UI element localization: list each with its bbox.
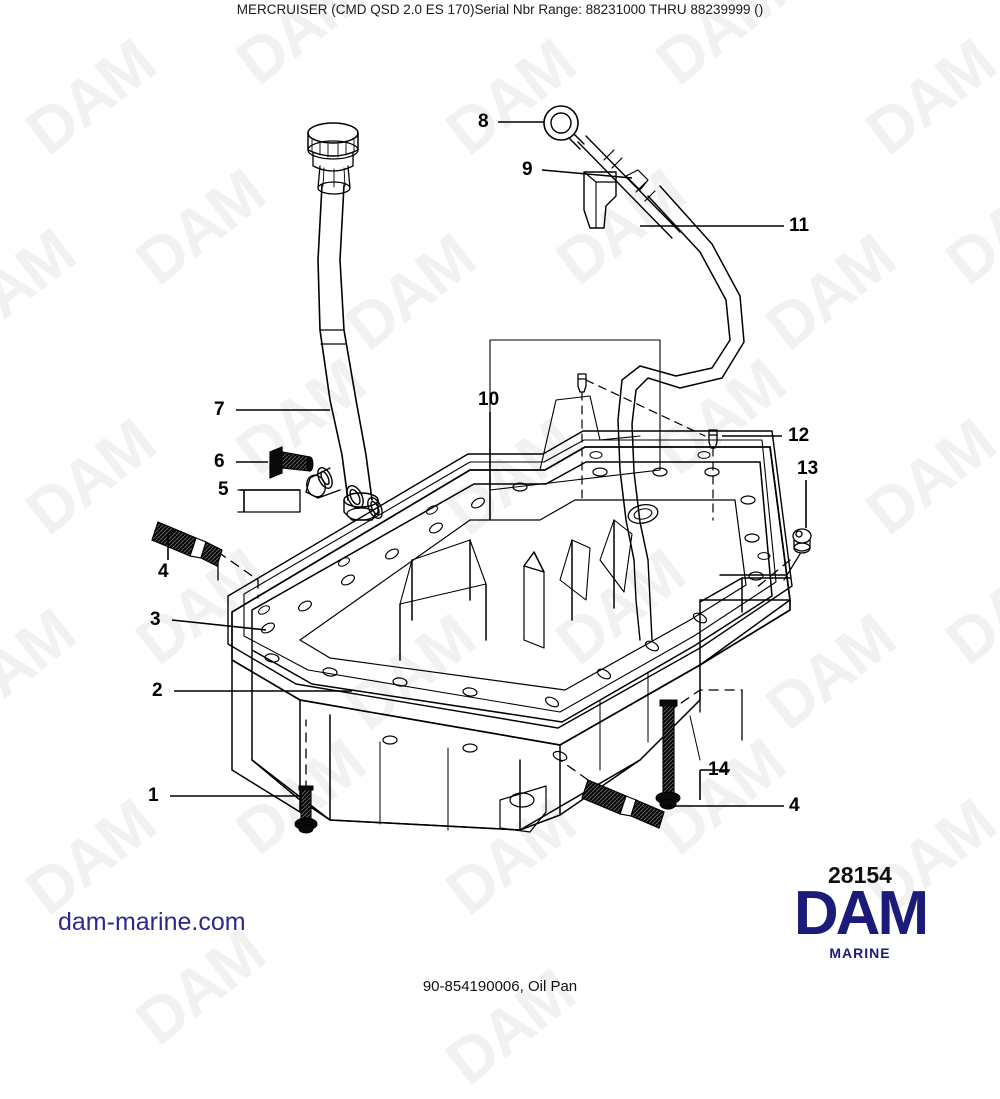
site-url-link[interactable]: dam-marine.com xyxy=(58,908,246,936)
callout-11[interactable]: 11 xyxy=(789,215,810,236)
callout-9[interactable]: 9 xyxy=(522,159,533,180)
callout-1[interactable]: 1 xyxy=(148,785,159,806)
callout-5[interactable]: 5 xyxy=(218,479,229,500)
dam-marine-logo: 28154 DAM MARINE xyxy=(760,862,960,961)
logo-wordmark: DAM xyxy=(793,879,929,948)
long-bolt-item-14 xyxy=(655,699,681,810)
exploded-parts-drawing xyxy=(151,105,812,834)
callout-7[interactable]: 7 xyxy=(214,399,225,420)
callout-8[interactable]: 8 xyxy=(478,111,489,132)
callout-4-upper[interactable]: 4 xyxy=(158,561,169,582)
callout-3[interactable]: 3 xyxy=(150,609,161,630)
callout-12[interactable]: 12 xyxy=(788,425,810,446)
stud-item-4-lower xyxy=(581,779,665,829)
page-title: MERCRUISER (CMD QSD 2.0 ES 170)Serial Nb… xyxy=(236,2,764,17)
diagram-caption: 90-854190006, Oil Pan xyxy=(422,978,578,995)
drain-bolt-item-1 xyxy=(294,785,318,834)
callout-14[interactable]: 14 xyxy=(708,759,730,780)
callout-2[interactable]: 2 xyxy=(152,680,163,701)
callout-10[interactable]: 10 xyxy=(478,389,500,410)
diagram-code: 28154 xyxy=(828,862,892,888)
callout-4-lower[interactable]: 4 xyxy=(789,795,800,816)
bolt-item-6 xyxy=(269,446,314,479)
callout-13[interactable]: 13 xyxy=(797,458,819,479)
callout-6[interactable]: 6 xyxy=(214,451,225,472)
stud-item-4-upper xyxy=(151,521,223,567)
logo-subtitle: MARINE xyxy=(829,944,891,961)
